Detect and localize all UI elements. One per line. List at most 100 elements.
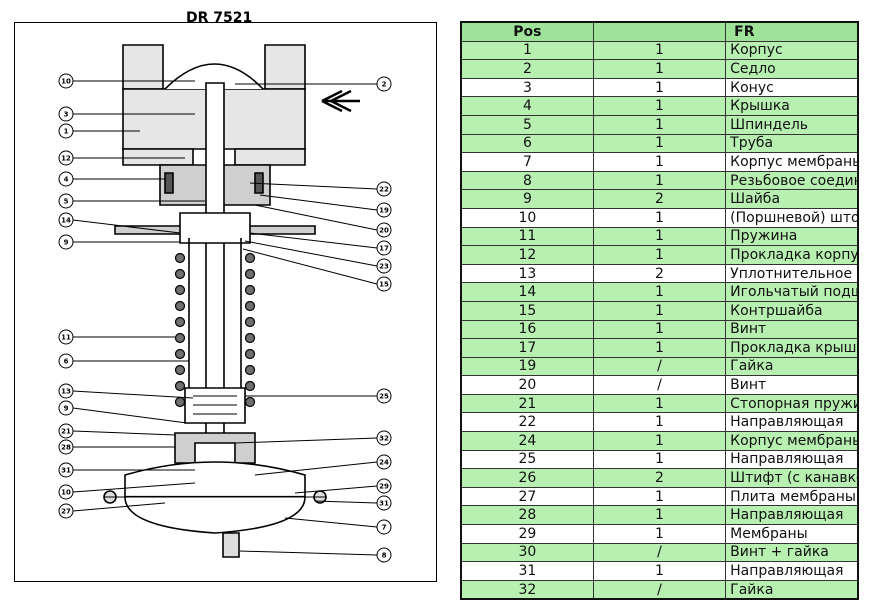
callout-label: 27	[61, 508, 71, 516]
cell-name: Уплотнительное кольцо	[725, 263, 859, 284]
cell-pos: 9	[460, 189, 594, 209]
cell-name: Прокладка крышки	[725, 338, 859, 358]
cell-name: Корпус	[725, 40, 859, 61]
cell-qty: 1	[592, 114, 727, 135]
callout-left-11	[58, 329, 175, 345]
callout-right-15	[242, 248, 392, 292]
callout-right-20	[254, 204, 392, 238]
cell-qty: 1	[592, 338, 727, 358]
callout-left-21	[58, 423, 176, 439]
callout-label: 2	[382, 81, 387, 89]
cell-qty: 1	[592, 77, 727, 98]
cell-qty: 1	[592, 412, 727, 433]
callout-label: 22	[379, 186, 389, 194]
callout-left-9a	[58, 234, 180, 250]
cell-name: Корпус мембраны	[725, 431, 859, 451]
callout-right-7	[284, 517, 392, 535]
cell-name: Пружина	[725, 226, 859, 247]
cell-name: Винт	[725, 375, 859, 395]
cell-qty: 1	[592, 319, 727, 340]
table-row: 30/Винт + гайка	[460, 542, 859, 563]
cell-pos: 22	[460, 412, 594, 433]
callout-label: 10	[61, 78, 71, 86]
callout-label: 6	[64, 358, 69, 366]
cell-name: Мембраны	[725, 524, 859, 544]
cell-pos: 12	[460, 245, 594, 265]
cell-qty: 1	[592, 59, 727, 79]
callout-label: 4	[64, 176, 69, 184]
cell-pos: 11	[460, 226, 594, 247]
callout-right-24	[254, 454, 392, 476]
callout-right-22	[249, 181, 392, 197]
cell-pos: 16	[460, 319, 594, 340]
cell-qty: 1	[592, 561, 727, 581]
callout-left-1	[58, 123, 140, 139]
callout-label: 3	[64, 111, 69, 119]
callout-left-28	[58, 439, 175, 455]
cell-pos: 3	[460, 77, 594, 98]
cell-pos: 6	[460, 133, 594, 154]
callout-left-10	[58, 73, 195, 89]
callout-left-3	[58, 106, 195, 122]
callout-right-19	[259, 194, 392, 218]
table-row: 19/Гайка	[460, 356, 859, 377]
cell-pos: 19	[460, 356, 594, 377]
callout-right-8	[239, 547, 392, 563]
cell-pos: 25	[460, 449, 594, 470]
cell-qty: 1	[592, 300, 727, 321]
callout-left-6	[58, 353, 189, 369]
cell-qty: 1	[592, 152, 727, 172]
cell-qty: 1	[592, 207, 727, 228]
cell-name: Шпиндель	[725, 114, 859, 135]
callout-left-13	[58, 383, 194, 399]
callout-left-9b	[58, 400, 188, 424]
cell-name: Плита мембраны	[725, 486, 859, 507]
cell-pos: 2	[460, 59, 594, 79]
callout-label: 9	[64, 405, 69, 413]
cell-pos: 1	[460, 40, 594, 61]
callout-label: 29	[379, 483, 389, 491]
callout-label: 24	[379, 459, 389, 467]
cell-name: Труба	[725, 133, 859, 154]
cell-qty: 1	[592, 245, 727, 265]
cell-pos: 31	[460, 561, 594, 581]
callout-label: 12	[61, 155, 71, 163]
callout-label: 7	[382, 524, 387, 532]
cell-name: Направляющая	[725, 412, 859, 433]
cell-name: Гайка	[725, 579, 859, 600]
valve-cross-section: 1031124514911613921283110272221920172315…	[58, 44, 392, 563]
cell-name: Штифт (с канавкой)	[725, 468, 859, 488]
callout-label: 19	[379, 207, 389, 215]
cell-name: Винт	[725, 319, 859, 340]
callout-left-14	[58, 212, 181, 234]
cell-name: Прокладка корпуса	[725, 245, 859, 265]
callout-right-25	[245, 388, 392, 404]
cell-name: Конус	[725, 77, 859, 98]
cell-qty: 1	[592, 96, 727, 116]
cell-qty: 1	[592, 226, 727, 247]
callout-left-27	[58, 502, 166, 519]
cell-qty: 2	[592, 189, 727, 209]
callout-left-10b	[58, 482, 196, 500]
callout-right-2	[235, 76, 392, 92]
cell-name: Направляющая	[725, 449, 859, 470]
cell-name: Направляющая	[725, 505, 859, 526]
